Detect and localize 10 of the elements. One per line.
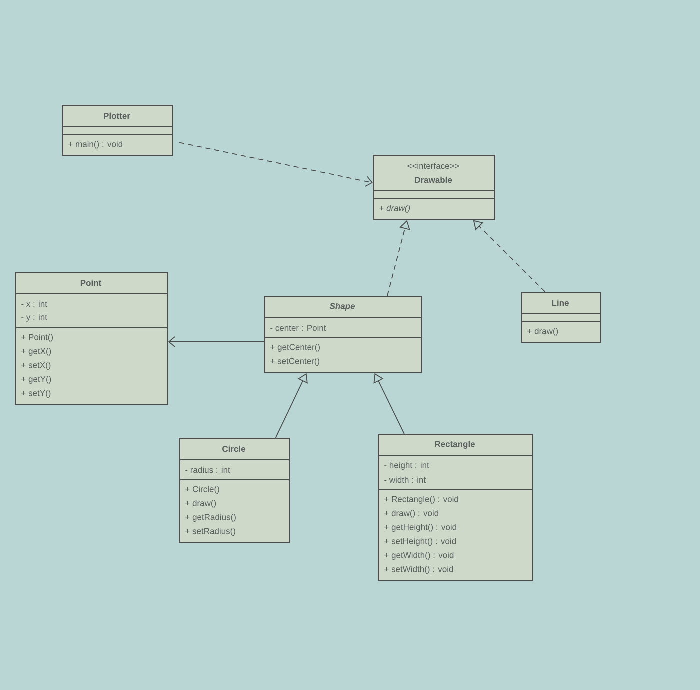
class-box: Point - x : int - y : int + Point() + getX() + setX() + getY() + setY() [14, 272, 168, 406]
arrow [473, 220, 546, 292]
arrow [178, 142, 373, 187]
class-box: Plotter + main() : void [62, 105, 174, 156]
class-box: <<interface>> Drawable + draw() [372, 155, 496, 220]
class-box: Circle - radius : int + Circle() + draw() + getRadius() + setRadius() [178, 438, 290, 544]
class-box: Rectangle - height : int - width : int + Rectangle() : void + draw() : void + getHeight() : void + setHeight() : void + getWidth() : void + setWidth() : void [378, 434, 534, 582]
class-box: Shape - center : Point + getCenter() + setCenter() [264, 296, 422, 374]
class-box: Line + draw() [520, 292, 602, 344]
arrow [168, 336, 264, 348]
